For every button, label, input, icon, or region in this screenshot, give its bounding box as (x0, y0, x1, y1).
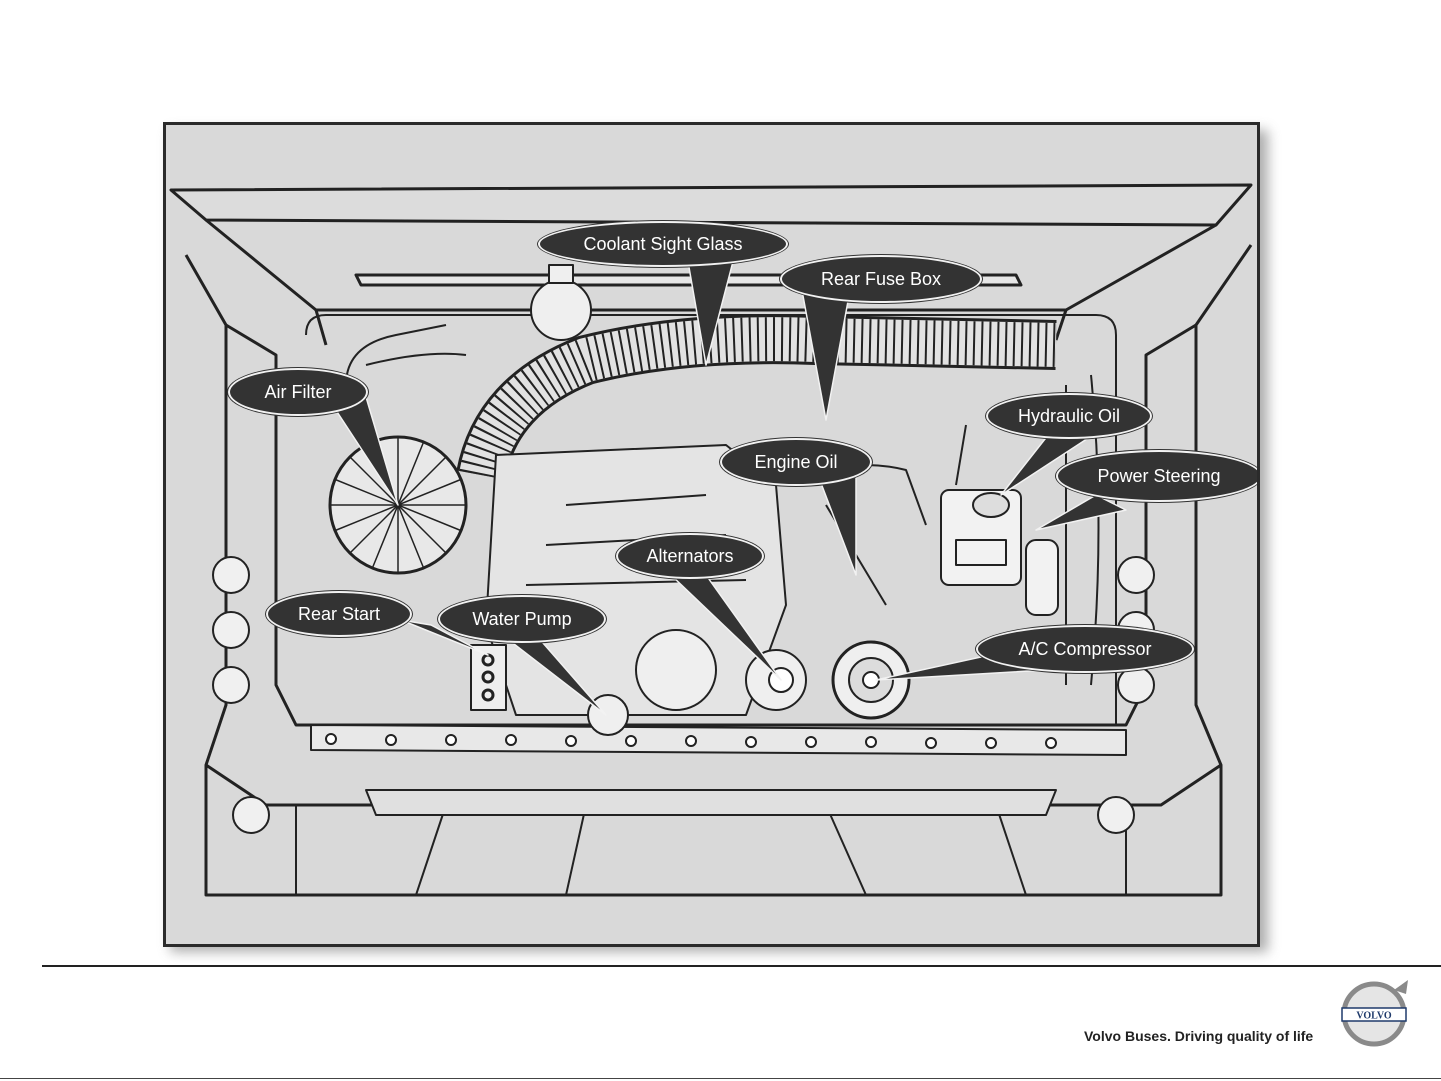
footer-tagline: Volvo Buses. Driving quality of life (1084, 1028, 1313, 1044)
bottom-edge-line (0, 1078, 1441, 1079)
callout-water-pump: Water Pump (438, 595, 606, 643)
footer-divider (42, 965, 1441, 967)
callout-ac-compressor: A/C Compressor (976, 625, 1194, 673)
volvo-logo: VOLVO (1336, 978, 1416, 1048)
callout-coolant-sight-glass: Coolant Sight Glass (538, 221, 788, 267)
logo-wordmark: VOLVO (1356, 1011, 1392, 1022)
callout-rear-fuse-box: Rear Fuse Box (780, 255, 982, 303)
callout-air-filter: Air Filter (228, 368, 368, 416)
callout-hydraulic-oil: Hydraulic Oil (986, 393, 1152, 439)
callout-alternators: Alternators (616, 533, 764, 579)
callout-power-steering: Power Steering (1056, 450, 1260, 502)
engine-diagram-frame: Coolant Sight Glass Rear Fuse Box Air Fi… (163, 122, 1260, 947)
callout-rear-start: Rear Start (266, 591, 412, 637)
callout-engine-oil: Engine Oil (720, 438, 872, 486)
